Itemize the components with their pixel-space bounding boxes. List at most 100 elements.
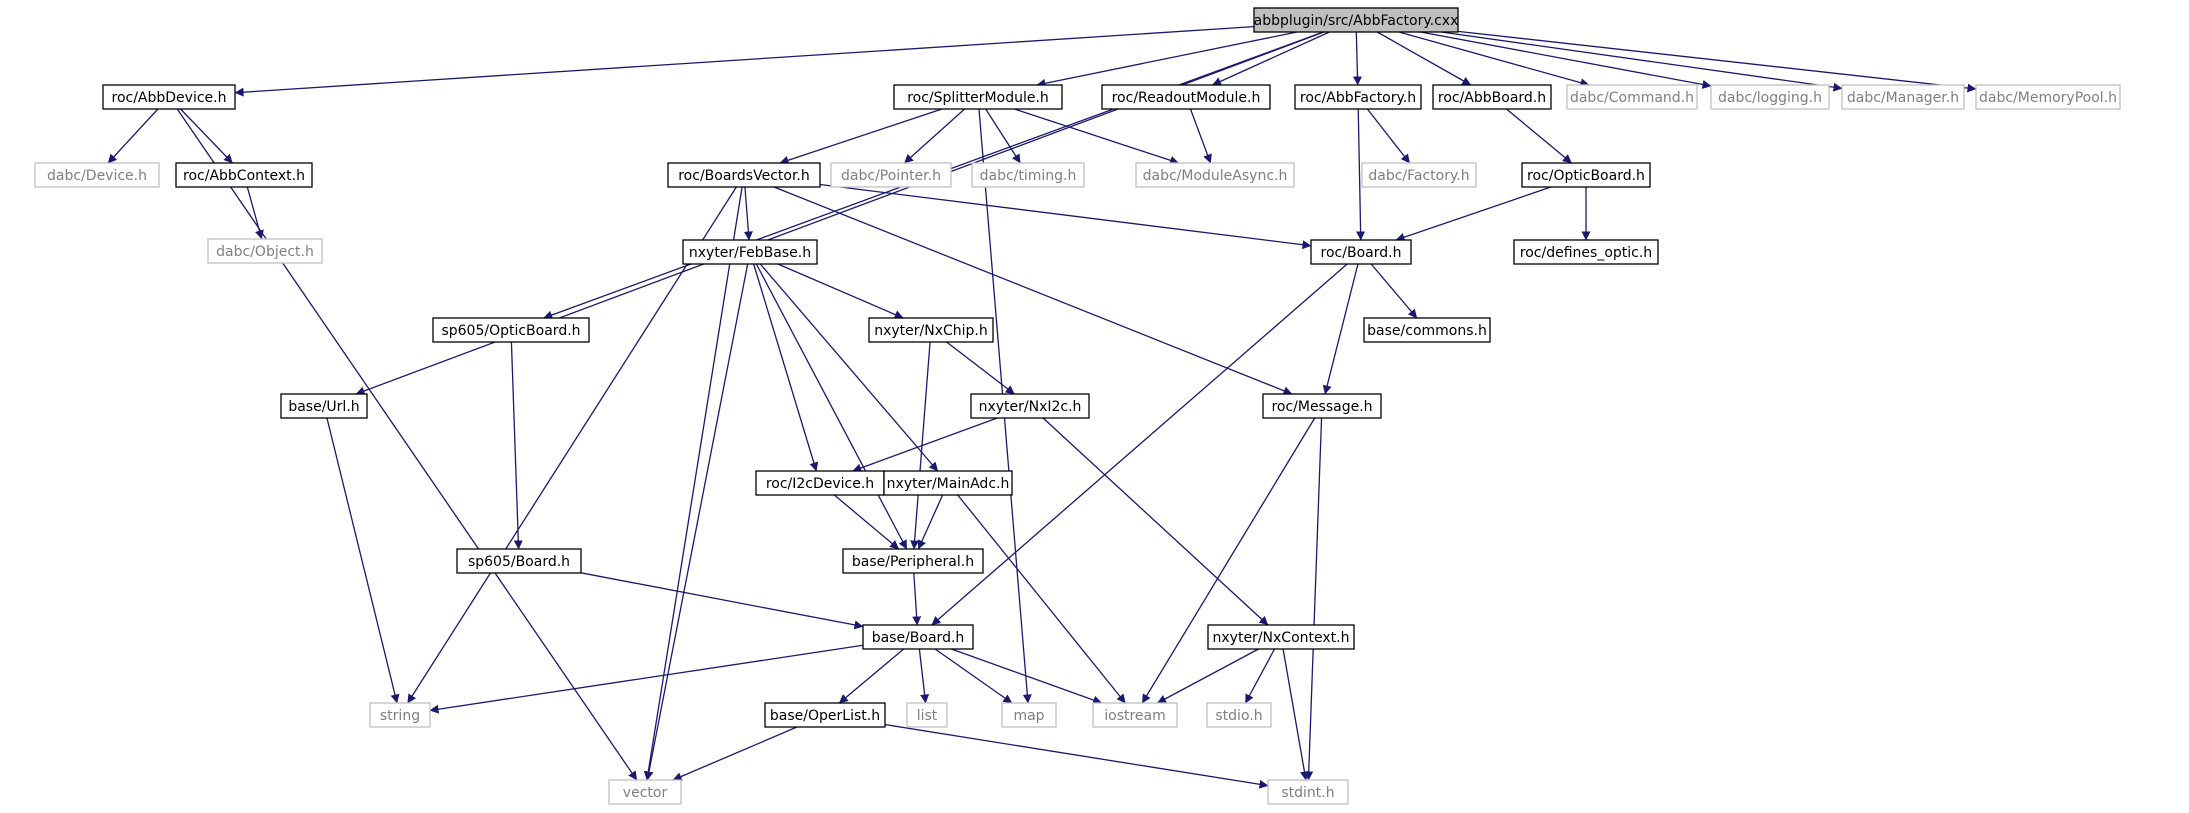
node-peripheral[interactable]: base/Peripheral.h [842,548,984,574]
node-box [1267,779,1349,805]
node-box [1521,162,1651,188]
node-root[interactable]: abbplugin/src/AbbFactory.cxx [1253,7,1459,33]
edge-splitter-to-pointer [903,108,966,164]
node-splitter[interactable]: roc/SplitterModule.h [893,84,1063,110]
node-baseboard[interactable]: base/Board.h [862,624,974,650]
node-label: roc/ReadoutModule.h [1112,90,1261,106]
node-iostream[interactable]: iostream [1092,702,1178,728]
node-label: iostream [1104,708,1166,724]
node-list[interactable]: list [906,702,948,728]
edge-mainadc-to-iostream [957,494,1126,704]
node-label: abbplugin/src/AbbFactory.cxx [1254,13,1459,29]
node-map[interactable]: map [1001,702,1057,728]
node-rocboard[interactable]: roc/Board.h [1310,239,1412,265]
node-abbdevice[interactable]: roc/AbbDevice.h [102,84,236,110]
node-label: nxyter/NxContext.h [1213,630,1350,646]
node-box [1294,84,1422,110]
node-box [755,470,885,496]
node-label: vector [623,785,668,801]
node-box [1101,84,1271,110]
node-box [1361,162,1477,188]
node-febbase[interactable]: nxyter/FebBase.h [682,239,818,265]
node-box [893,84,1063,110]
node-label: roc/AbbBoard.h [1438,90,1546,106]
node-message[interactable]: roc/Message.h [1262,393,1382,419]
node-box [970,393,1090,419]
node-label: stdint.h [1281,785,1334,801]
node-defopt[interactable]: roc/defines_optic.h [1513,239,1659,265]
node-label: base/Url.h [288,399,359,415]
node-readout[interactable]: roc/ReadoutModule.h [1101,84,1271,110]
edge-sp605optic-to-sp605board [510,341,523,550]
node-box [369,702,431,728]
node-label: dabc/MemoryPool.h [1979,90,2117,106]
node-url[interactable]: base/Url.h [280,393,368,419]
node-box [1975,84,2121,110]
node-command[interactable]: dabc/Command.h [1566,84,1698,110]
edge-splitter-to-modasync [1014,108,1179,165]
node-string[interactable]: string [369,702,431,728]
node-label: roc/AbbDevice.h [112,90,227,106]
edge-abbfactory_h-to-factory [1366,108,1411,164]
node-label: dabc/Pointer.h [841,168,941,184]
edge-nxcontext-to-stdio [1244,648,1276,704]
edge-febbase-to-nxchip [777,263,904,319]
node-label: list [917,708,938,724]
node-label: dabc/logging.h [1718,90,1822,106]
node-label: dabc/Object.h [216,244,314,260]
node-label: stdio.h [1215,708,1262,724]
edge-rocboard-to-message [1322,263,1359,395]
node-abbfactory_h[interactable]: roc/AbbFactory.h [1294,84,1422,110]
edge-mainadc-to-peripheral [917,494,944,550]
edge-baseboard-to-iostream [951,648,1103,705]
edge-url-to-string [326,417,400,704]
edge-root-to-readout [1212,31,1330,86]
node-device[interactable]: dabc/Device.h [34,162,160,188]
node-mainadc[interactable]: nxyter/MainAdc.h [883,470,1013,496]
node-nxchip[interactable]: nxyter/NxChip.h [868,317,994,343]
node-vector[interactable]: vector [608,779,682,805]
node-box [432,317,590,343]
edge-febbase-to-i2cdev [753,263,819,472]
node-abbboard[interactable]: roc/AbbBoard.h [1432,84,1552,110]
edge-root-to-command [1398,31,1590,88]
node-label: roc/BoardsVector.h [678,168,810,184]
node-label: dabc/ModuleAsync.h [1143,168,1288,184]
edge-febbase-to-mainadc [759,263,939,472]
edge-nxi2c-to-i2cdev [852,417,998,473]
node-timing[interactable]: dabc/timing.h [971,162,1085,188]
node-abbcontext[interactable]: roc/AbbContext.h [175,162,313,188]
node-stdint[interactable]: stdint.h [1267,779,1349,805]
node-operlist[interactable]: base/OperList.h [764,702,886,728]
node-factory[interactable]: dabc/Factory.h [1361,162,1477,188]
node-commons[interactable]: base/commons.h [1363,317,1491,343]
edge-boardsvec-to-febbase [743,186,753,241]
edge-root-to-logging [1420,31,1712,89]
node-label: base/OperList.h [770,708,880,724]
node-sp605board[interactable]: sp605/Board.h [456,548,582,574]
node-i2cdev[interactable]: roc/I2cDevice.h [755,470,885,496]
edge-readout-to-modasync [1189,108,1212,164]
node-logging[interactable]: dabc/logging.h [1710,84,1830,110]
node-box [1513,239,1659,265]
node-opticboard[interactable]: roc/OpticBoard.h [1521,162,1651,188]
node-stdio[interactable]: stdio.h [1206,702,1272,728]
node-label: nxyter/FebBase.h [689,245,811,261]
node-boardsvec[interactable]: roc/BoardsVector.h [667,162,821,188]
node-box [456,548,582,574]
edge-boardsvec-to-vector [643,186,743,781]
node-sp605optic[interactable]: sp605/OpticBoard.h [432,317,590,343]
nodes-layer: abbplugin/src/AbbFactory.cxx roc/AbbDevic… [34,7,2121,805]
node-box [1135,162,1295,188]
node-nxi2c[interactable]: nxyter/NxI2c.h [970,393,1090,419]
node-modasync[interactable]: dabc/ModuleAsync.h [1135,162,1295,188]
node-pointer[interactable]: dabc/Pointer.h [830,162,952,188]
node-label: base/Peripheral.h [852,554,974,570]
node-mempool[interactable]: dabc/MemoryPool.h [1975,84,2121,110]
node-nxcontext[interactable]: nxyter/NxContext.h [1207,624,1355,650]
node-label: roc/AbbFactory.h [1300,90,1416,106]
node-label: nxyter/NxChip.h [874,323,988,339]
node-object[interactable]: dabc/Object.h [207,238,323,264]
node-box [1363,317,1491,343]
node-manager[interactable]: dabc/Manager.h [1841,84,1965,110]
